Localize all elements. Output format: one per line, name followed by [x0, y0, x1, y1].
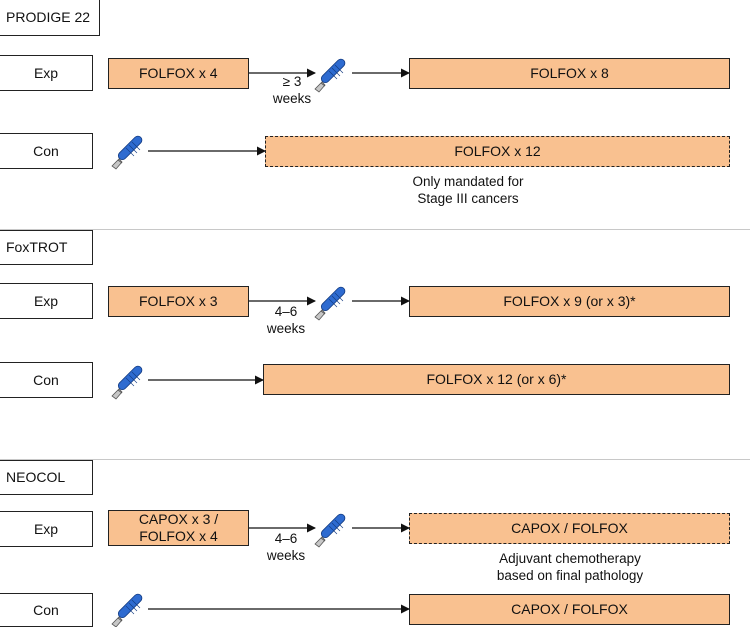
trial-title: NEOCOL	[0, 460, 93, 495]
interval-label: ≥ 3 weeks	[272, 74, 312, 106]
scalpel-icon	[111, 364, 144, 400]
post-op-chemo-box: FOLFOX x 9 (or x 3)*	[409, 286, 730, 317]
section-divider	[0, 229, 750, 230]
pre-op-chemo-box: FOLFOX x 4	[108, 58, 249, 89]
pre-op-chemo-box: FOLFOX x 3	[108, 286, 249, 317]
adjuvant-chemo-box: FOLFOX x 12	[265, 136, 730, 167]
arm-label-con: Con	[0, 133, 93, 169]
post-op-chemo-box: CAPOX / FOLFOX	[409, 513, 730, 544]
footnote: Only mandated for Stage III cancers	[412, 174, 524, 206]
interval-label: 4–6 weeks	[266, 304, 306, 336]
arm-label-exp: Exp	[0, 511, 93, 547]
scalpel-icon	[314, 512, 347, 548]
interval-label: 4–6 weeks	[266, 531, 306, 563]
section-divider	[0, 459, 750, 460]
pre-op-chemo-box: CAPOX x 3 / FOLFOX x 4	[108, 510, 249, 546]
post-op-chemo-box: FOLFOX x 8	[409, 58, 730, 89]
arm-label-con: Con	[0, 593, 93, 627]
adjuvant-chemo-box: FOLFOX x 12 (or x 6)*	[263, 364, 730, 395]
adjuvant-chemo-box: CAPOX / FOLFOX	[409, 594, 730, 625]
scalpel-icon	[111, 592, 144, 627]
arm-label-exp: Exp	[0, 55, 93, 91]
trial-title: PRODIGE 22	[0, 0, 100, 36]
arm-label-exp: Exp	[0, 283, 93, 319]
scalpel-icon	[111, 134, 144, 170]
arm-label-con: Con	[0, 362, 93, 398]
scalpel-icon	[314, 285, 347, 321]
footnote: Adjuvant chemotherapy based on final pat…	[496, 551, 644, 583]
trial-title: FoxTROT	[0, 230, 93, 265]
